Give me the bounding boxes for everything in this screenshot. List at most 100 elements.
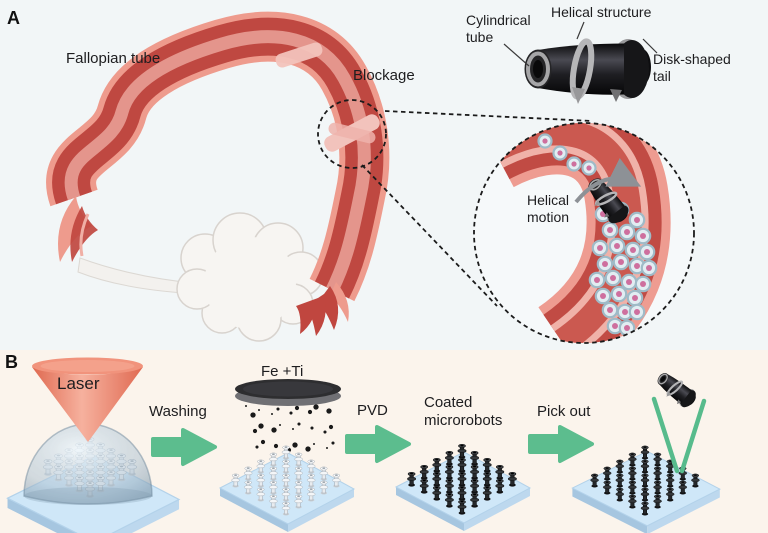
microrobot-item (281, 487, 291, 502)
microrobot-item (469, 478, 480, 495)
cell-nucleus (622, 309, 628, 315)
microrobot-item (482, 457, 492, 474)
pvd-arrow (345, 425, 411, 463)
microrobot-item (294, 480, 304, 495)
particle-dot (276, 407, 280, 411)
microrobot-item (602, 466, 612, 481)
microrobot-item (319, 466, 329, 481)
cell-nucleus (644, 249, 650, 255)
microrobot-item (640, 501, 650, 516)
microrobot-item (281, 473, 291, 488)
cell-nucleus (597, 245, 603, 251)
cell-nucleus (646, 265, 652, 271)
disk-shaped-tail-label: Disk-shaped tail (653, 51, 731, 85)
microrobot-item (640, 445, 650, 460)
particle-dot (313, 404, 319, 410)
microrobot-item (457, 499, 467, 516)
cell-nucleus (634, 309, 640, 315)
microrobot-item (256, 487, 266, 502)
microrobot-item (457, 443, 467, 460)
particle-dot (310, 426, 314, 430)
cell-nucleus (640, 281, 646, 287)
microrobot-item (495, 464, 505, 481)
droplet-base (24, 487, 152, 505)
panel-b-letter: B (5, 352, 18, 372)
particle-dot (323, 430, 327, 434)
microrobot-item (432, 457, 442, 474)
microrobot-item (256, 473, 266, 488)
cell-nucleus (542, 138, 548, 144)
particle-dot (307, 409, 313, 415)
cell-nucleus (640, 233, 646, 239)
cell-nucleus (632, 295, 638, 301)
cell-nucleus (600, 293, 606, 299)
cell-nucleus (612, 323, 618, 329)
microrobot-item (615, 473, 625, 488)
microrobot-item (281, 501, 291, 516)
microrobot-item (469, 492, 480, 509)
blockage-zoom-circle (317, 99, 387, 169)
pick-out-label: Pick out (537, 403, 591, 420)
microrobot-item (627, 480, 637, 495)
cell-nucleus (634, 263, 640, 269)
fe-ti-target-disk (235, 379, 341, 406)
microrobot-item (482, 485, 492, 502)
cell-nucleus (624, 229, 630, 235)
cell-nucleus (607, 307, 613, 313)
microrobot-item (444, 464, 455, 481)
microrobot-item (281, 459, 291, 474)
microrobot-item (306, 473, 316, 488)
microrobot-item (432, 471, 442, 488)
microrobot-item (294, 466, 304, 481)
laser-label: Laser (57, 374, 100, 393)
microrobot-item (268, 452, 278, 467)
blockage-site (324, 114, 380, 152)
particle-dot (279, 424, 281, 426)
cell-nucleus (586, 165, 592, 171)
microrobot-item (469, 450, 480, 467)
microrobot-item (406, 471, 417, 488)
washing-label: Washing (149, 403, 207, 420)
cell-nucleus (602, 261, 608, 267)
particle-dot (294, 405, 300, 411)
cell-nucleus (624, 325, 630, 331)
particle-dot (255, 445, 259, 449)
microrobot-item (640, 473, 650, 488)
cell-nucleus (610, 275, 616, 281)
particle-dot (260, 439, 266, 445)
microrobot-item (615, 459, 625, 474)
microrobot-3d-view (503, 21, 658, 104)
particle-dot (258, 423, 264, 429)
cell-nucleus (607, 227, 613, 233)
cell-nucleus (571, 161, 577, 167)
tweezers (651, 396, 707, 474)
particle-dot (292, 442, 298, 448)
microrobot-item (690, 473, 700, 488)
microrobot-item (457, 457, 467, 474)
microrobot-item (306, 487, 316, 502)
cell-nucleus (614, 243, 620, 249)
inset-illustration (474, 123, 671, 343)
microrobot-item (256, 459, 266, 474)
microrobot-item (627, 466, 637, 481)
zoom-connector-lines (317, 99, 593, 307)
panel-a-letter: A (7, 8, 20, 28)
blockage-label: Blockage (353, 67, 415, 84)
pvd-label: PVD (357, 402, 388, 419)
microrobot-item (231, 473, 241, 488)
microrobot-item (319, 480, 329, 495)
fe-ti-label: Fe +Ti (261, 363, 304, 380)
microrobot-item (294, 452, 304, 467)
cell-nucleus (626, 279, 632, 285)
microrobot-item (640, 487, 650, 502)
microrobot-item (268, 466, 278, 481)
microrobot-item (243, 480, 253, 495)
particle-dot (273, 443, 279, 449)
microrobot-item (627, 452, 637, 467)
microrobot-item (495, 478, 505, 495)
cell-cluster (537, 133, 658, 337)
particle-dot (305, 446, 311, 452)
microrobot-item (665, 487, 675, 502)
particle-dot (252, 428, 258, 434)
